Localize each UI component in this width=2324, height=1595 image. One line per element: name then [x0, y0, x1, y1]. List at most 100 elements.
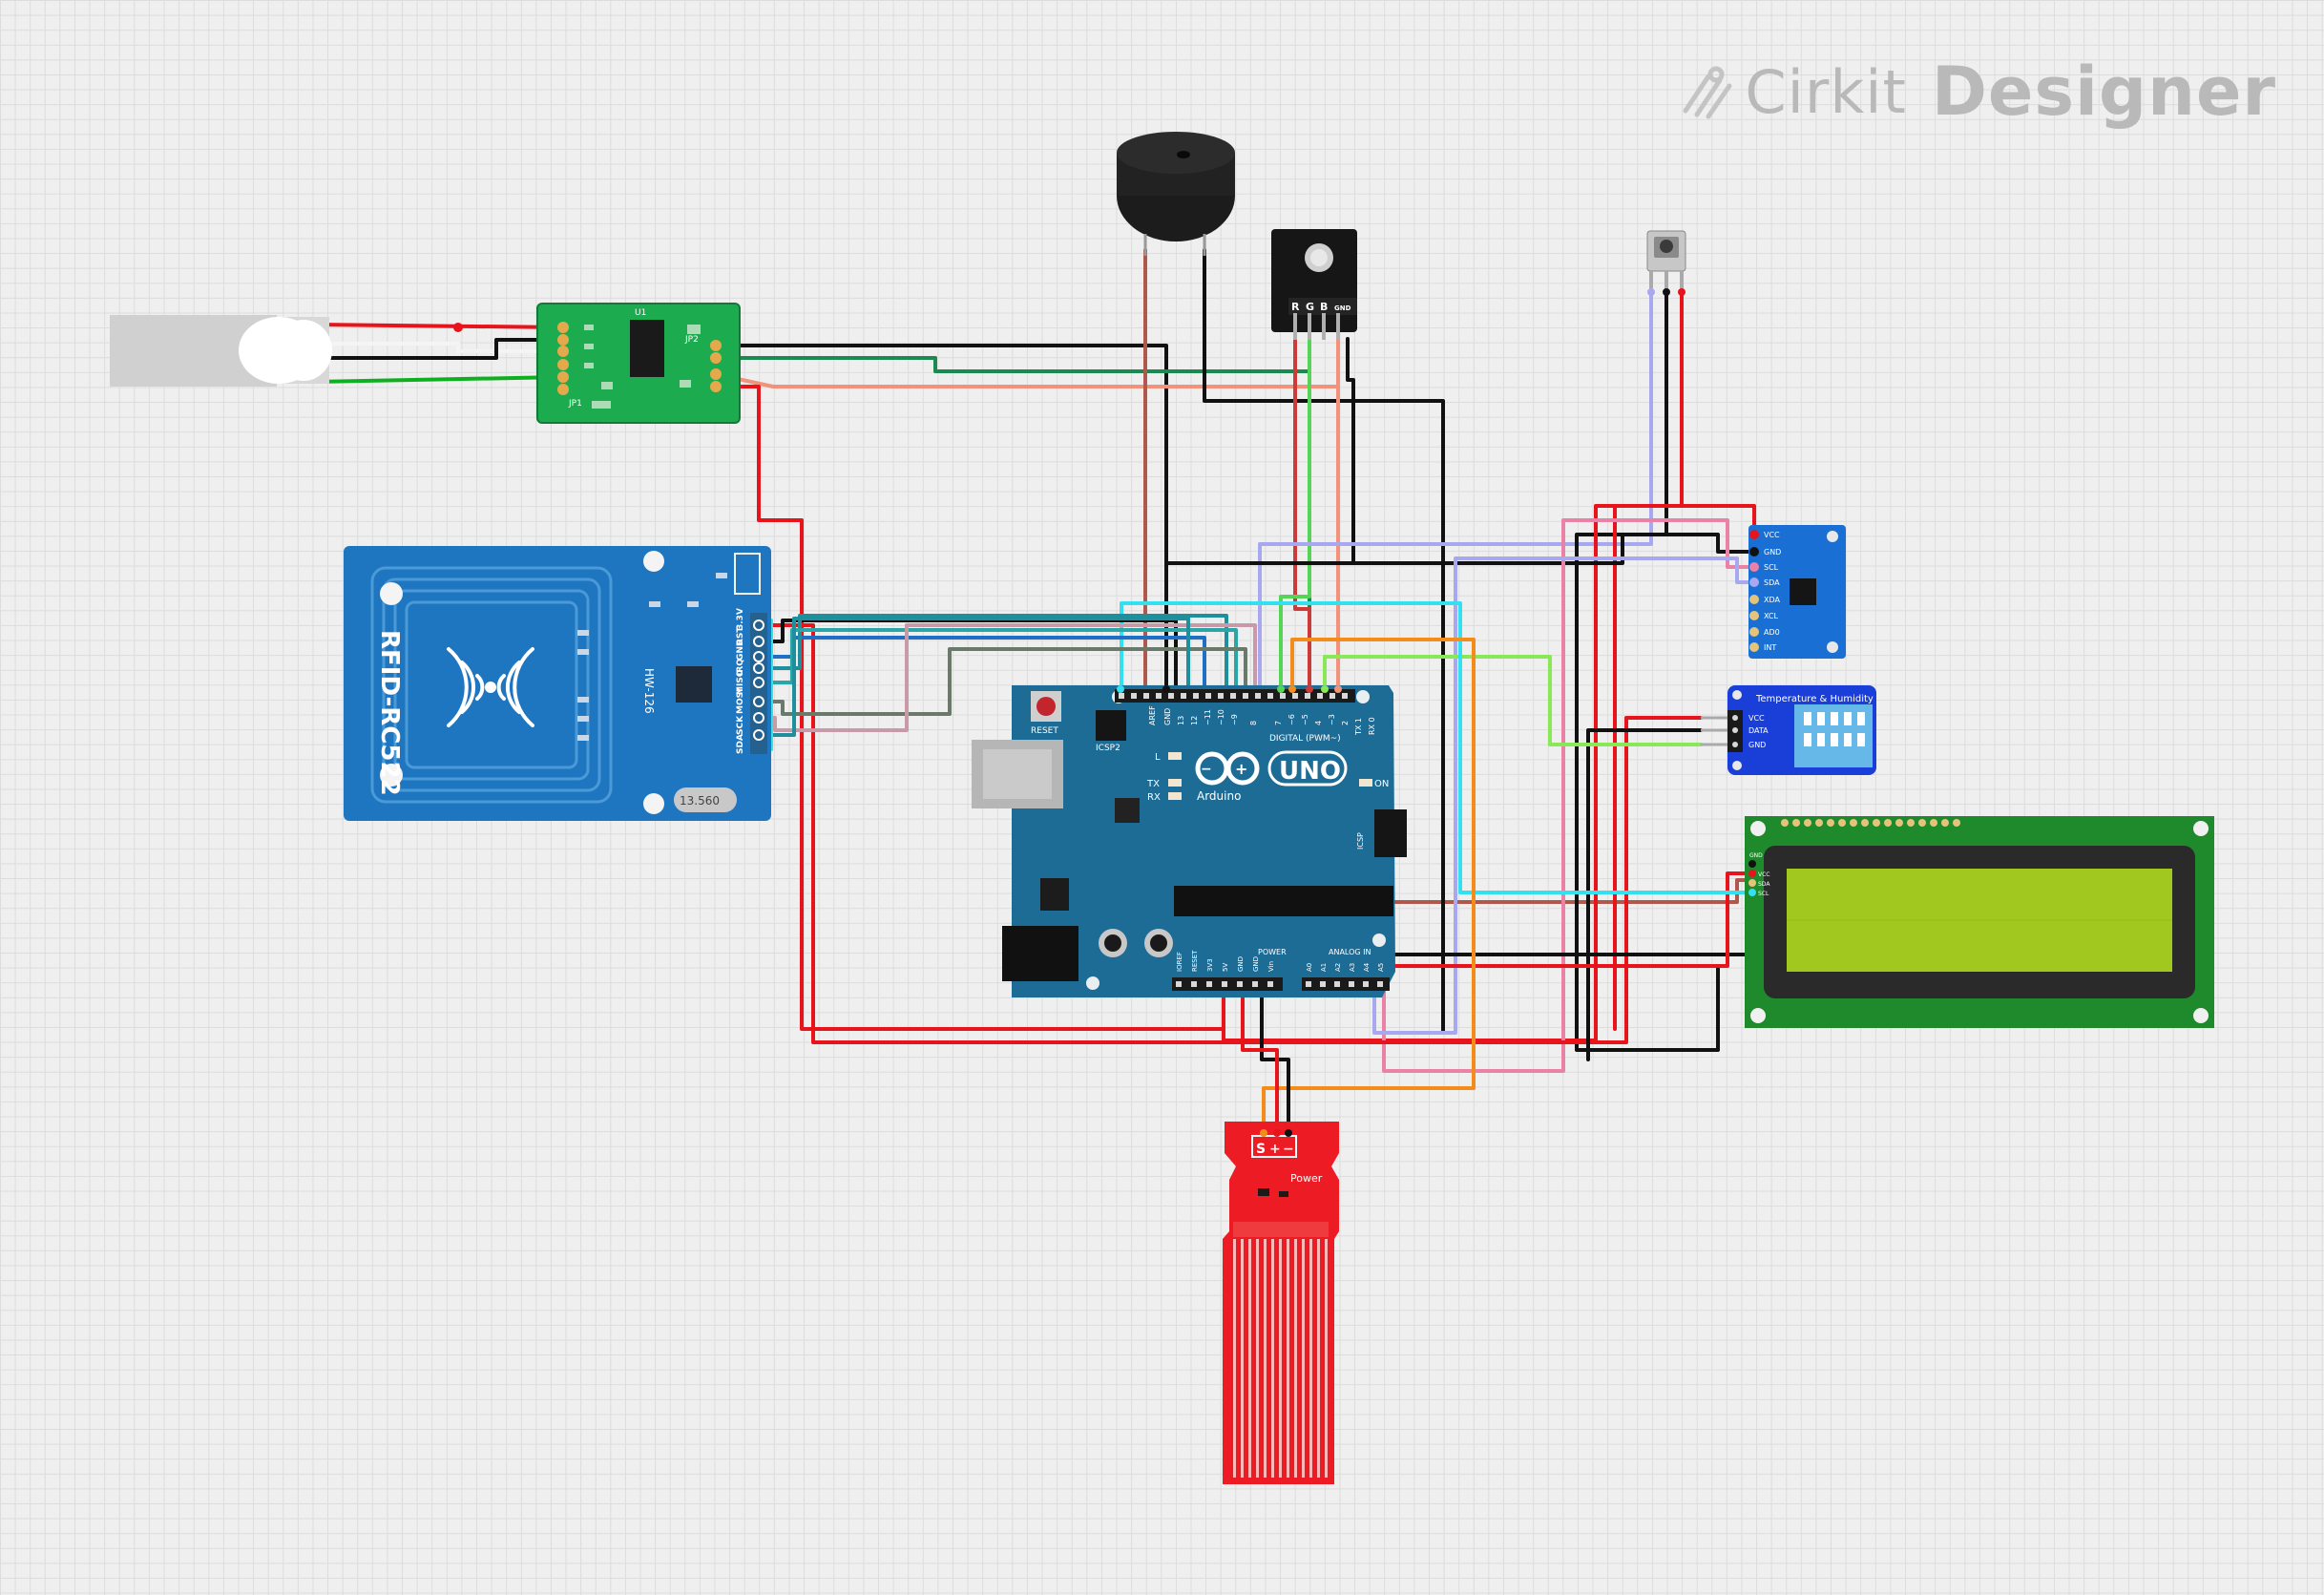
- rfid-pin-irq: IRQ: [736, 659, 745, 676]
- wire-loadcell-white[interactable]: [313, 342, 565, 353]
- arduino-pin-a0: A0: [1306, 963, 1313, 972]
- ir-receiver[interactable]: [1646, 230, 1686, 294]
- hx711-u1-label: U1: [635, 308, 646, 318]
- brand-name: Cirkit: [1745, 56, 1907, 127]
- rfid-pin-rst: RST: [736, 626, 745, 645]
- arduino-led-rx: RX: [1147, 792, 1161, 803]
- wire-rgb-black[interactable]: [1164, 337, 1355, 691]
- arduino-digital-label: DIGITAL (PWM~): [1269, 734, 1341, 744]
- product-name: Designer: [1931, 52, 2276, 131]
- lcd-pin-vcc: VCC: [1758, 871, 1769, 878]
- arduino-pin-tx1: TX 1: [1354, 718, 1363, 736]
- rgb-pin-b: B: [1320, 301, 1328, 313]
- wire-rfid-blue[interactable]: [757, 636, 1206, 691]
- rfid-title: RFID-RC522: [375, 630, 404, 796]
- buzzer[interactable]: [1117, 132, 1235, 256]
- arduino-pin-4: 4: [1314, 721, 1323, 725]
- arduino-led-tx: TX: [1146, 779, 1160, 789]
- dht-sensor-module[interactable]: Temperature & Humidity VCC DATA GND: [1701, 685, 1876, 775]
- arduino-pin-7: 7: [1274, 721, 1283, 725]
- wire-water-orange[interactable]: [1262, 638, 1476, 1135]
- arduino-pin-gnd2: GND: [1252, 956, 1260, 972]
- wire-rfid-black[interactable]: [757, 619, 1178, 691]
- hx711-jp2-label: JP2: [684, 335, 699, 345]
- arduino-icsp2-label: ICSP2: [1096, 744, 1120, 753]
- arduino-power-label: POWER: [1258, 948, 1287, 956]
- mpu6050-module[interactable]: VCC GND SCL SDA XDA XCL AD0 INT: [1748, 525, 1846, 659]
- load-cell[interactable]: [110, 315, 332, 387]
- mpu-pin-vcc: VCC: [1764, 531, 1780, 539]
- water-pin-s: S: [1256, 1142, 1266, 1157]
- arduino-pin-5v: 5V: [1222, 963, 1229, 972]
- arduino-pin-a3: A3: [1349, 963, 1356, 972]
- mpu-pin-sda: SDA: [1764, 578, 1780, 587]
- wire-dht-lime[interactable]: [1323, 655, 1703, 746]
- rgb-led-module[interactable]: R G B GND: [1271, 229, 1357, 340]
- wire-water-red[interactable]: [1241, 983, 1279, 1135]
- wire-rfid-gray[interactable]: [757, 647, 1247, 716]
- wire-loadcell-black[interactable]: [313, 338, 565, 360]
- wire-loadcell-green[interactable]: [313, 375, 565, 384]
- rgb-pin-r: R: [1291, 301, 1300, 313]
- wire-dht-red[interactable]: [1231, 716, 1703, 1044]
- arduino-pin-ioref: IOREF: [1176, 952, 1183, 972]
- arduino-pin-13: 13: [1177, 716, 1185, 725]
- wire-mpu-black[interactable]: [1164, 533, 1756, 565]
- wire-buzzer-brown[interactable]: [1143, 248, 1748, 904]
- wire-dht-black[interactable]: [1586, 728, 1703, 1061]
- water-pin-plus: +: [1269, 1142, 1281, 1157]
- arduino-pin-10: ~10: [1217, 709, 1225, 725]
- arduino-uno-board[interactable]: RESET ICSP2 L TX RX ON − + UNO Arduino I…: [972, 685, 1407, 997]
- dht-pin-gnd: GND: [1748, 741, 1766, 749]
- wire-mpu-pink[interactable]: [1382, 518, 1756, 1073]
- wire-ir-black[interactable]: [1575, 290, 1720, 1052]
- hx711-module[interactable]: JP2 JP1 U1: [536, 303, 741, 424]
- rgb-pin-gnd: GND: [1334, 304, 1351, 312]
- arduino-pin-12: 12: [1190, 716, 1199, 725]
- arduino-pin-reset: RESET: [1191, 950, 1199, 972]
- arduino-pin-9: ~9: [1230, 714, 1239, 725]
- lcd-16x2-display[interactable]: GND VCC SDA SCL: [1745, 816, 2214, 1028]
- arduino-pin-rx0: RX 0: [1368, 717, 1376, 735]
- wire-buzzer-black[interactable]: [1203, 248, 1445, 1035]
- wire-loadcell-red[interactable]: [313, 323, 565, 329]
- mpu-pin-xcl: XCL: [1764, 612, 1778, 620]
- mpu-pin-gnd: GND: [1764, 548, 1781, 556]
- wire-rgb-green[interactable]: [1279, 337, 1311, 691]
- dht-title: Temperature & Humidity: [1755, 694, 1874, 704]
- arduino-pin-vin: Vin: [1267, 961, 1275, 972]
- rfid-pin-gnd: GND: [736, 640, 745, 661]
- rgb-pin-g: G: [1306, 301, 1314, 313]
- arduino-led-on: ON: [1374, 779, 1389, 789]
- mpu-pin-xda: XDA: [1764, 596, 1781, 604]
- arduino-aref-label: AREF: [1148, 705, 1157, 725]
- water-level-sensor[interactable]: S + − Power: [1223, 1122, 1339, 1484]
- rfid-pin-miso: MISO: [736, 669, 745, 695]
- wire-mpu-red[interactable]: [1613, 504, 1756, 1031]
- rfid-pin-3v3: 3.3V: [736, 608, 745, 630]
- wire-mpu-lavender[interactable]: [1372, 556, 1756, 1035]
- arduino-pin-3v3: 3V3: [1206, 958, 1214, 972]
- svg-text:−: −: [1201, 762, 1212, 777]
- wire-ir-lavender[interactable]: [1258, 290, 1653, 691]
- arduino-led-l: L: [1155, 752, 1161, 763]
- water-pin-minus: −: [1283, 1142, 1294, 1157]
- wire-rfid-mauve[interactable]: [757, 623, 1257, 732]
- arduino-analog-label: ANALOG IN: [1329, 948, 1371, 956]
- lcd-pin-gnd: GND: [1749, 852, 1763, 859]
- hx711-jp1-label: JP1: [568, 399, 582, 409]
- wire-rfid-teal-3[interactable]: [757, 617, 1190, 737]
- dht-pin-vcc: VCC: [1748, 714, 1765, 723]
- dht-pin-data: DATA: [1748, 726, 1769, 735]
- wire-rgb-red[interactable]: [1293, 337, 1311, 691]
- wire-rfid-red-1[interactable]: [757, 623, 1235, 1044]
- rfid-rc522-module[interactable]: RFID-RC522 HW-126 13.560 SDA SCK MOSI MI…: [344, 546, 771, 821]
- wire-rfid-teal[interactable]: [757, 614, 1228, 691]
- wire-hx-salmon[interactable]: [714, 372, 1340, 691]
- arduino-pin-6: ~6: [1288, 714, 1296, 725]
- arduino-pin-11: ~11: [1204, 709, 1212, 725]
- arduino-pin-a2: A2: [1334, 963, 1342, 972]
- wire-ir-red[interactable]: [1222, 290, 1684, 1042]
- rfid-pin-sda: SDA: [736, 734, 745, 754]
